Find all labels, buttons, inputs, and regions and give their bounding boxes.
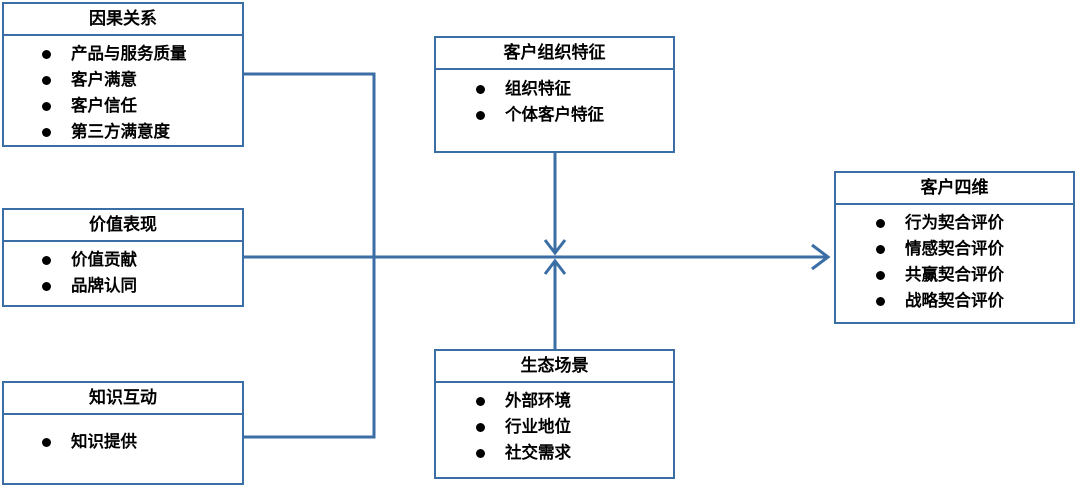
list-item: 情感契合评价: [836, 236, 1073, 262]
customer-org-features-title: 客户组织特征: [436, 38, 673, 70]
bullet-icon: [876, 244, 885, 254]
knowledge-interaction-title: 知识互动: [4, 383, 242, 415]
list-item-label: 行为契合评价: [905, 213, 1004, 232]
list-item-label: 个体客户特征: [505, 105, 604, 124]
bullet-icon: [476, 396, 485, 406]
ecosystem-scenario-title: 生态场景: [436, 351, 673, 383]
bullet-icon: [476, 84, 485, 94]
list-item-label: 组织特征: [505, 79, 571, 98]
list-item: 产品与服务质量: [4, 41, 242, 67]
bullet-icon: [876, 218, 885, 228]
causal-relationship-box: 因果关系 产品与服务质量 客户满意 客户信任 第三方满意度: [2, 2, 244, 147]
list-item-label: 战略契合评价: [905, 291, 1004, 310]
causal-relationship-list: 产品与服务质量 客户满意 客户信任 第三方满意度: [4, 36, 242, 145]
bullet-icon: [42, 255, 51, 265]
list-item: 外部环境: [436, 388, 673, 414]
bullet-icon: [476, 110, 485, 120]
list-item: 品牌认同: [4, 273, 242, 299]
knowledge-interaction-box: 知识互动 知识提供: [2, 381, 244, 485]
list-item-label: 行业地位: [505, 417, 571, 436]
list-item-label: 社交需求: [505, 443, 571, 462]
list-item-label: 知识提供: [71, 432, 137, 451]
bullet-icon: [876, 296, 885, 306]
bullet-icon: [42, 49, 51, 59]
list-item: 价值贡献: [4, 247, 242, 273]
list-item-label: 共赢契合评价: [905, 265, 1004, 284]
list-item: 社交需求: [436, 440, 673, 466]
customer-org-features-box: 客户组织特征 组织特征 个体客户特征: [434, 36, 675, 153]
list-item-label: 价值贡献: [71, 250, 137, 269]
list-item-label: 客户信任: [71, 96, 137, 115]
list-item: 个体客户特征: [436, 102, 673, 128]
bullet-icon: [42, 281, 51, 291]
list-item: 战略契合评价: [836, 288, 1073, 314]
ecosystem-scenario-list: 外部环境 行业地位 社交需求: [436, 383, 673, 466]
bullet-icon: [476, 422, 485, 432]
connector-knowledge: [244, 257, 376, 439]
customer-org-features-list: 组织特征 个体客户特征: [436, 70, 673, 128]
list-item-label: 产品与服务质量: [71, 44, 187, 63]
value-performance-title: 价值表现: [4, 210, 242, 242]
list-item: 行为契合评价: [836, 210, 1073, 236]
bullet-icon: [476, 448, 485, 458]
bullet-icon: [42, 437, 51, 447]
knowledge-interaction-list: 知识提供: [4, 415, 242, 455]
bullet-icon: [876, 270, 885, 280]
bullet-icon: [42, 127, 51, 137]
list-item: 行业地位: [436, 414, 673, 440]
arrowhead-customer: [811, 243, 831, 271]
ecosystem-scenario-box: 生态场景 外部环境 行业地位 社交需求: [434, 349, 675, 479]
value-performance-list: 价值贡献 品牌认同: [4, 242, 242, 299]
list-item: 客户满意: [4, 67, 242, 93]
connector-causal: [244, 72, 376, 257]
list-item: 知识提供: [4, 429, 242, 455]
list-item: 客户信任: [4, 93, 242, 119]
customer-four-dimensions-box: 客户四维 行为契合评价 情感契合评价 共赢契合评价 战略契合评价: [834, 171, 1075, 324]
list-item: 共赢契合评价: [836, 262, 1073, 288]
list-item-label: 外部环境: [505, 391, 571, 410]
value-performance-box: 价值表现 价值贡献 品牌认同: [2, 208, 244, 307]
customer-four-dimensions-title: 客户四维: [836, 173, 1073, 205]
list-item: 第三方满意度: [4, 119, 242, 145]
customer-four-dimensions-list: 行为契合评价 情感契合评价 共赢契合评价 战略契合评价: [836, 205, 1073, 314]
list-item-label: 品牌认同: [71, 276, 137, 295]
bullet-icon: [42, 75, 51, 85]
list-item-label: 第三方满意度: [71, 122, 170, 141]
list-item-label: 情感契合评价: [905, 239, 1004, 258]
arrowhead-org: [543, 239, 567, 256]
list-item-label: 客户满意: [71, 70, 137, 89]
list-item: 组织特征: [436, 76, 673, 102]
arrowhead-eco: [543, 258, 567, 275]
bullet-icon: [42, 101, 51, 111]
causal-relationship-title: 因果关系: [4, 4, 242, 36]
